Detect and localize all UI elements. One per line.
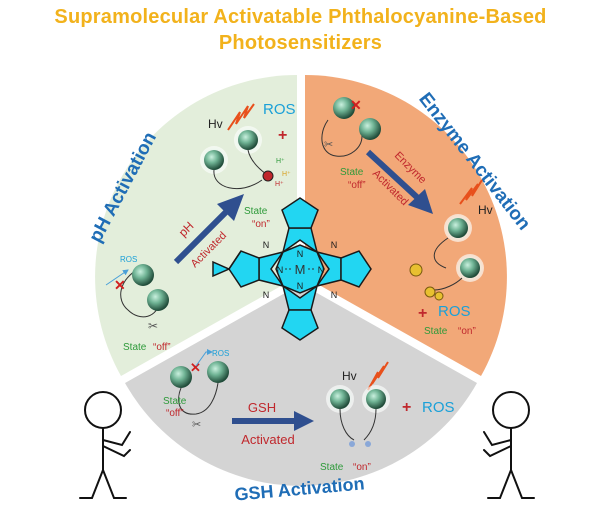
gsh-off-cross: ✕ [190, 360, 201, 375]
benzo-left [228, 250, 260, 288]
ph-off-tether [120, 267, 161, 318]
gsh-ros-label: ROS [422, 399, 455, 416]
enzyme-state-off-label: State [340, 167, 364, 178]
enzyme-fragment-icon-2 [434, 291, 444, 301]
gsh-state-on-label: State [320, 462, 344, 473]
gsh-state-off-label: State [163, 396, 187, 407]
scissors-icon: ✂ [148, 319, 158, 333]
gsh-on-ball-1 [330, 389, 350, 409]
nitrogen-bottom: N [297, 281, 304, 291]
pyrrole-bottom [281, 284, 319, 311]
ph-off-ball-1 [132, 264, 154, 286]
benzo-bottom [281, 309, 319, 341]
gsh-off-tether [178, 382, 219, 415]
pyrrole-top [281, 227, 319, 254]
nitrogen-right: N [318, 265, 325, 275]
gsh-off-ball-2 [207, 361, 229, 383]
gsh-sector-content: ✕ ROS ✂ State “off” GSH Activated Hv + R… [163, 349, 455, 473]
ph-hv-label: Hv [208, 117, 223, 131]
ph-proton-1: H⁺ [276, 158, 285, 165]
gsh-activation-arrow-head [294, 411, 314, 431]
enzyme-on-tether-2 [433, 277, 463, 291]
ph-on-ball-2 [238, 130, 258, 150]
gsh-off-ball-1 [170, 366, 192, 388]
phthalocyanine-labels: M N N N N N N N N [263, 240, 338, 300]
enzyme-pacman-icon [409, 263, 423, 277]
gsh-on-tether-1 [339, 408, 355, 441]
gsh-on-tether-2 [363, 408, 377, 441]
enzyme-off-ball-1 [333, 97, 355, 119]
ph-off-cross: ✕ [114, 277, 126, 293]
nitrogen-meso-tr: N [331, 240, 338, 250]
enzyme-activation-arrow-head [408, 189, 433, 214]
enzyme-scissors-icon: ✂ [324, 139, 333, 151]
enzyme-hv-label: Hv [478, 203, 493, 217]
gsh-off-ros-small: ROS [212, 349, 229, 358]
title-line-1: Supramolecular Activatable Phthalocyanin… [54, 6, 547, 28]
enzyme-state-off-value: “off” [348, 180, 366, 191]
gsh-light-wave [367, 361, 389, 391]
ph-off-small-arrow [105, 269, 129, 286]
phthalocyanine-molecule [212, 197, 372, 341]
gsh-hv-label: Hv [342, 369, 357, 383]
pyrrole-right [315, 250, 342, 288]
gsh-thiol-icon [349, 441, 355, 447]
gsh-thiol-icon-2 [365, 441, 371, 447]
ph-proton-2: H⁺ [282, 171, 291, 178]
ph-light-wave [227, 103, 255, 131]
nitrogen-meso-br: N [331, 290, 338, 300]
ph-state-on-value: “on” [252, 219, 270, 230]
stick-figure-left [79, 391, 131, 499]
ph-state-on-label: State [244, 206, 268, 217]
ph-ros-label: ROS [263, 101, 296, 118]
gsh-trigger-label: GSH [248, 400, 276, 415]
gsh-scissors-icon: ✂ [192, 419, 201, 431]
ph-off-ball-2 [147, 289, 169, 311]
gsh-activated-label: Activated [241, 432, 294, 447]
enzyme-off-cross: ✕ [350, 97, 362, 113]
ph-off-ros-small: ROS [120, 255, 137, 264]
ph-state-off-label: State [123, 342, 147, 353]
enzyme-on-tether-1 [433, 237, 449, 269]
enzyme-activation-arrow-shaft [365, 149, 423, 203]
enzyme-off-ball-2 [359, 118, 381, 140]
metal-center-label: M [295, 262, 306, 277]
enzyme-fragment-icon [424, 286, 436, 298]
ph-on-ball-1 [204, 150, 224, 170]
ph-proton-source [262, 170, 274, 182]
nitrogen-top: N [297, 249, 304, 259]
gsh-plus-sign: + [402, 399, 411, 416]
enzyme-state-on-value: “on” [458, 326, 476, 337]
nitrogen-left: N [277, 265, 284, 275]
ph-activation-arrow-shaft [173, 205, 233, 265]
gsh-off-small-arrow [195, 349, 213, 367]
enzyme-ros-label: ROS [438, 303, 471, 320]
ph-activation-arrow-head [217, 194, 244, 221]
nitrogen-meso-bl: N [263, 290, 270, 300]
ph-proton-3: H⁺ [275, 181, 284, 188]
gsh-on-ball-2 [366, 389, 386, 409]
benzo-left-outer [212, 250, 242, 278]
enzyme-on-ball-1 [448, 218, 468, 238]
enzyme-plus-sign: + [418, 305, 427, 322]
enzyme-off-tether [321, 119, 363, 157]
benzo-top [281, 197, 319, 229]
title-line-2: Photosensitizers [218, 32, 383, 54]
nitrogen-meso-tl: N [263, 240, 270, 250]
gsh-state-on-value: “on” [353, 462, 371, 473]
ph-on-tether-1 [213, 169, 263, 190]
enzyme-state-on-label: State [424, 326, 448, 337]
enzyme-on-ball-2 [460, 258, 480, 278]
ph-state-off-value: “off” [153, 342, 171, 353]
benzo-right [340, 250, 372, 288]
enzyme-light-wave [459, 179, 483, 205]
gsh-state-off-value: “off” [166, 408, 184, 419]
pyrrole-left [258, 250, 285, 288]
gsh-sector [125, 284, 477, 486]
stick-figure-right [483, 391, 535, 499]
ph-plus-sign: + [278, 127, 287, 144]
